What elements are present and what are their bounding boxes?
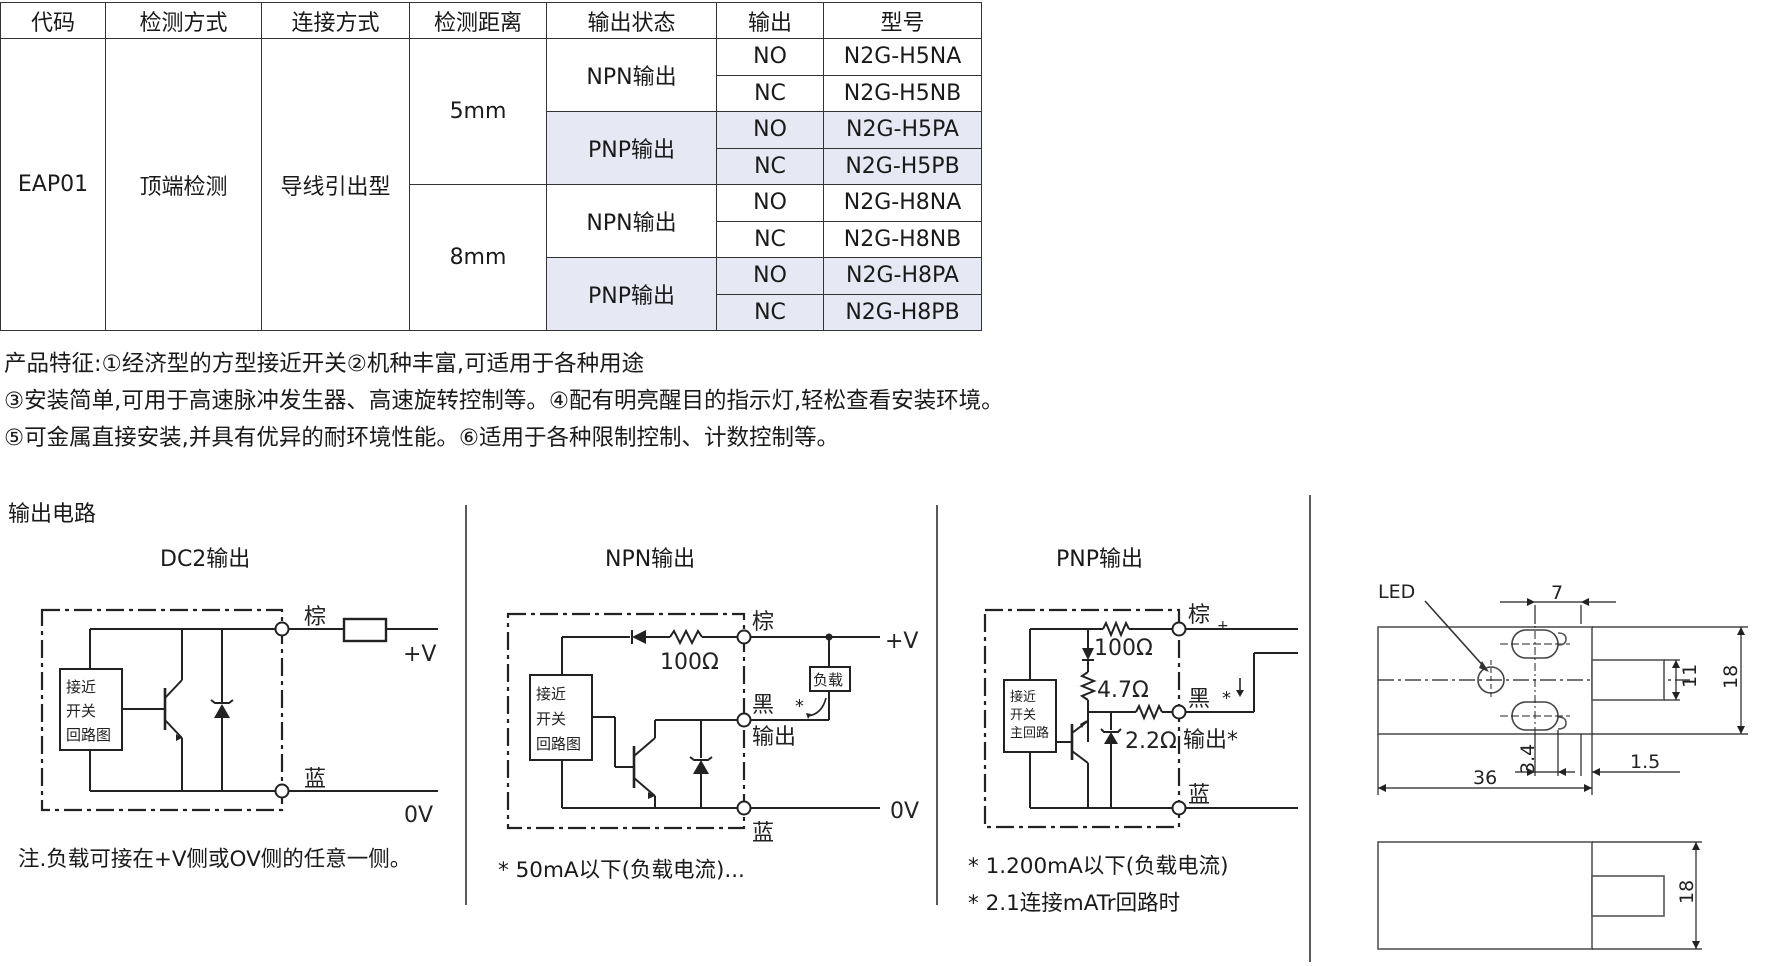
npn-brown-label: 棕 — [752, 610, 774, 635]
npn-inner-1: 接近 — [536, 685, 566, 703]
dc2-blue-label: 蓝 — [304, 767, 326, 792]
pnp-note-1: * 1.200mA以下(负载电流) — [968, 854, 1229, 879]
cell-output-state: NPN输出 — [546, 184, 717, 258]
cell-output: NC — [716, 220, 824, 258]
cell-output-state: PNP输出 — [546, 257, 717, 331]
pnp-r3-label: 2.2Ω — [1125, 729, 1177, 754]
table-row: NC N2G-H8PB — [1, 293, 982, 331]
pnp-blue-label: 蓝 — [1188, 783, 1210, 808]
pnp-output-label: 输出* — [1183, 728, 1238, 753]
dim-3-4: 3.4 — [1517, 744, 1539, 774]
cell-detect-method: 顶端检测 — [105, 38, 262, 331]
cell-model: N2G-H5NA — [823, 38, 982, 76]
table-row: EAP01 顶端检测 导线引出型 5mm NPN输出 NO N2G-H5NA — [0, 38, 982, 331]
dc2-inner-1: 接近 — [66, 678, 96, 696]
dc2-brown-label: 棕 — [304, 605, 326, 630]
dc2-inner-3: 回路图 — [66, 726, 111, 744]
pnp-plus: + — [1217, 618, 1229, 634]
cell-output-state: NPN输出 — [546, 38, 717, 112]
feature-line: 产品特征:①经济型的方型接近开关②机种丰富,可适用于各种用途 — [4, 351, 645, 377]
cell-model: N2G-H5PB — [823, 147, 982, 185]
dim-led: LED — [1378, 581, 1415, 603]
cell-model: N2G-H8NB — [823, 220, 982, 258]
pnp-note-2: * 2.1连接mATr回路时 — [968, 891, 1181, 916]
pnp-r1-label: 100Ω — [1094, 636, 1153, 661]
table-row: 8mm NPN输出 NO N2G-H8NA — [1, 184, 982, 331]
pnp-black-label: 黑 — [1188, 687, 1210, 712]
cell-model: N2G-H8NA — [823, 184, 982, 222]
cell-output: NC — [716, 147, 824, 185]
table-header-row: 代码 检测方式 连接方式 检测距离 输出状态 输出 型号 — [0, 2, 982, 39]
npn-load-label: 负载 — [813, 671, 843, 689]
cell-model: N2G-H8PB — [823, 293, 982, 331]
npn-circuit: 接近 开关 回路图 100Ω 负载 — [506, 610, 919, 846]
cell-output: NC — [716, 293, 824, 331]
pnp-circuit: 接近 开关 主回路 — [983, 603, 1298, 829]
pnp-inner-2: 开关 — [1010, 708, 1036, 723]
dim-11: 11 — [1679, 664, 1701, 688]
pnp-r2-label: 4.7Ω — [1097, 678, 1149, 703]
dc2-circuit: 接近 开关 回路图 棕 +V 蓝 0V — [40, 605, 438, 828]
header-output-state: 输出状态 — [546, 2, 717, 39]
cell-model: N2G-H5NB — [823, 74, 982, 112]
feature-line: ③安装简单,可用于高速脉冲发生器、高速旋转控制等。④配有明亮醒目的指示灯,轻松查… — [4, 388, 1004, 414]
npn-note: * 50mA以下(负载电流)... — [498, 858, 745, 883]
dim-1-5: 1.5 — [1630, 751, 1660, 773]
table-row: NC N2G-H5NB — [1, 74, 982, 112]
dc2-zero-label: 0V — [404, 803, 433, 828]
cell-code: EAP01 — [0, 38, 106, 331]
pnp-star: * — [1222, 688, 1231, 709]
section-title: 输出电路 — [8, 502, 97, 527]
dim-18-side: 18 — [1676, 880, 1698, 904]
pnp-inner-3: 主回路 — [1010, 725, 1049, 741]
spec-table: 代码 检测方式 连接方式 检测距离 输出状态 输出 型号 EAP01 顶端检测 … — [0, 2, 982, 331]
dc2-vplus-label: +V — [403, 642, 436, 667]
npn-black-label: 黑 — [752, 693, 774, 718]
cell-model: N2G-H5PA — [823, 111, 982, 149]
npn-inner-3: 回路图 — [536, 735, 581, 753]
feature-line: ⑤可金属直接安装,并具有优异的耐环境性能。⑥适用于各种限制控制、计数控制等。 — [4, 425, 839, 451]
header-model: 型号 — [823, 2, 982, 39]
cell-model: N2G-H8PA — [823, 257, 982, 295]
npn-star: * — [795, 696, 804, 717]
table-row: NC N2G-H5PB — [1, 147, 982, 185]
table-row: PNP输出 NO N2G-H8PA — [1, 257, 982, 331]
pnp-brown-label: 棕 — [1188, 603, 1210, 628]
dim-7: 7 — [1551, 582, 1563, 604]
dc2-inner-2: 开关 — [66, 702, 96, 720]
dc2-title: DC2输出 — [160, 547, 251, 572]
dim-18: 18 — [1720, 665, 1742, 689]
npn-zero-label: 0V — [890, 799, 919, 824]
dimension-drawing: LED 7 11 18 36 3.4 — [1377, 581, 1748, 950]
npn-vplus-label: +V — [885, 629, 918, 654]
dim-36: 36 — [1473, 767, 1497, 789]
cell-output: NC — [716, 74, 824, 112]
npn-title: NPN输出 — [605, 547, 696, 572]
header-code: 代码 — [0, 2, 106, 39]
header-distance: 检测距离 — [409, 2, 547, 39]
table-row: NC N2G-H8NB — [1, 220, 982, 258]
header-output: 输出 — [716, 2, 824, 39]
npn-blue-label: 蓝 — [752, 821, 774, 846]
npn-output-label: 输出 — [752, 725, 796, 750]
npn-res-label: 100Ω — [660, 650, 719, 675]
cell-distance-8: 8mm — [409, 184, 547, 331]
dc2-note: 注.负载可接在+V侧或OV侧的任意一侧。 — [18, 847, 412, 872]
npn-inner-2: 开关 — [536, 710, 566, 728]
features-text: 产品特征:①经济型的方型接近开关②机种丰富,可适用于各种用途 ③安装简单,可用于… — [4, 346, 1004, 457]
pnp-inner-1: 接近 — [1010, 689, 1036, 705]
pnp-title: PNP输出 — [1056, 547, 1143, 572]
